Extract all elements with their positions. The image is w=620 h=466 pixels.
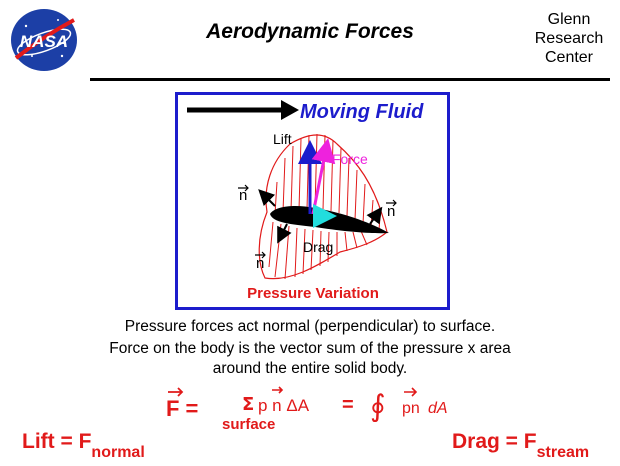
description-line: Force on the body is the vector sum of t…	[109, 340, 511, 357]
diagram-frame	[175, 92, 450, 310]
vector-mark-icon	[168, 387, 184, 397]
moving-fluid-label: Moving Fluid	[300, 101, 424, 123]
nasa-logo: NASA	[11, 9, 77, 71]
normal-arrow	[277, 223, 292, 244]
vector-mark-icon	[404, 387, 418, 397]
integral-symbol: ∮	[370, 389, 386, 422]
vector-mark-icon	[272, 386, 284, 394]
force-arrow	[311, 138, 336, 215]
drag-label: Drag	[303, 239, 333, 255]
integral-terms: pn	[402, 400, 420, 417]
org-line: Research	[534, 30, 604, 47]
lift-formula: Lift = Fnormal	[22, 430, 145, 461]
lift-subscript: normal	[91, 444, 145, 461]
surface-label: surface	[222, 416, 276, 433]
drag-formula: Drag = Fstream	[452, 430, 589, 461]
normal-label: n	[387, 203, 395, 220]
vector-mark-icon	[238, 184, 249, 192]
force-lhs: F =	[166, 396, 198, 421]
equals-sign: =	[342, 394, 354, 416]
force-equation: F = Σ p n ΔA = ∮ pn dA	[166, 386, 448, 422]
lift-label: Lift	[273, 131, 292, 147]
sum-terms: p n ΔA	[258, 396, 310, 415]
description-line: around the entire solid body.	[212, 360, 408, 377]
header-divider	[90, 78, 610, 81]
pressure-variation-label: Pressure Variation	[247, 285, 379, 302]
drag-lhs: Drag = F	[452, 430, 537, 453]
vector-mark-icon	[386, 199, 397, 207]
sum-symbol: Σ	[242, 394, 254, 415]
normal-arrow	[258, 189, 276, 207]
page-title: Aerodynamic Forces	[206, 20, 414, 43]
fluid-arrow-head	[281, 100, 299, 120]
description-line: Pressure forces act normal (perpendicula…	[124, 318, 496, 335]
vector-mark-icon	[255, 251, 266, 259]
normal-label: n	[239, 187, 247, 204]
lift-lhs: Lift = F	[22, 430, 92, 453]
normal-label: n	[256, 255, 264, 272]
force-label: Force	[332, 151, 368, 167]
integral-dA: dA	[428, 400, 448, 417]
normal-arrow	[366, 206, 383, 225]
org-line: Glenn	[547, 11, 591, 28]
drag-subscript: stream	[536, 444, 590, 461]
nasa-logo-text: NASA	[20, 32, 68, 51]
org-line: Center	[544, 49, 594, 66]
airfoil-diagram: Moving Fluid Lift Force	[187, 100, 424, 302]
org-name: Glenn Research Center	[526, 10, 612, 67]
